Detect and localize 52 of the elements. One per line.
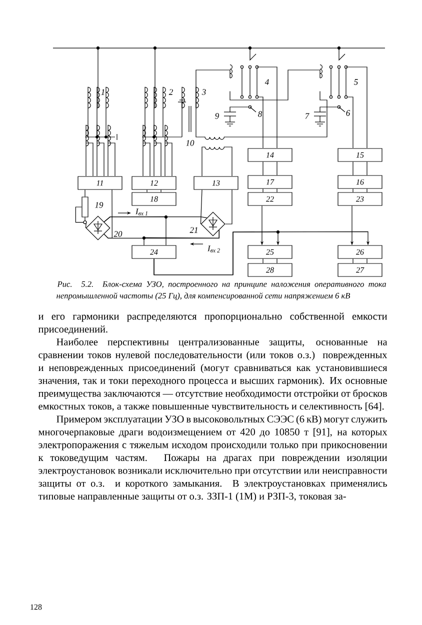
callout-number: 10 — [186, 140, 194, 146]
callout-number: 9 — [215, 113, 219, 119]
connector — [75, 206, 87, 228]
process-box: 15 — [338, 148, 382, 162]
connector — [154, 231, 370, 276]
process-box: 16 — [338, 175, 382, 189]
connector — [144, 230, 220, 246]
paragraph: Наиболее перспективны централизованные защиты, основанные на сравнении токов нулевой последовательности (или токов о.з.) поврежденных и неповрежденных присоединений (могут сравниваться как установившиеся значения, так и токи переходного процесса и высших гармоник). Их основные преимущества заключаются — отсутствие необходимости отстройки от бросков емкостных токов, а также повышенные чувствительность и селективность [64]. — [38, 338, 388, 412]
callout-number: 19 — [95, 202, 104, 208]
process-box: 23 — [338, 192, 382, 206]
rectifier-bridge — [200, 212, 226, 236]
paragraph: Примером эксплуатации УЗО в высоковольтных СЭЭС (6 кВ) могут служить многочерпаковые драги водоизмещением от 420 до 10850 т [91], на которых электропоражения с тяжелым исходом происходили только при прикосновении к токоведущим частям. Пожары на драгах при повреждении изоляции электроустановок возникали исключительно при отсутствии или неисправности защиты от о.з. и короткого замыкания. В электроустановках применялись типовые направленные защиты от о.з. ЗЗП-1 (1М) и РЗП-3, токовая за- — [38, 415, 388, 502]
callout-number: 4 — [264, 79, 269, 85]
current-label: I$_{вх 1}$ — [135, 208, 148, 216]
paragraph: и его гармоники распределяются пропорционально собственной емкости присоединений. — [38, 312, 388, 335]
callout-number: 6 — [346, 110, 350, 116]
process-box: 27 — [338, 263, 382, 277]
connector — [104, 216, 166, 246]
connector — [262, 188, 278, 192]
figure-caption: Рис. 5.2. Блок-схема УЗО, построенного на принципе наложения оперативного тока непромышленной частоты (25 Гц), для компенсированной сети напряжением 6 кВ — [56, 281, 386, 300]
connector — [200, 190, 232, 224]
connector — [352, 258, 368, 264]
process-box: 11 — [78, 176, 122, 190]
callout-number: 8 — [258, 111, 262, 117]
connector — [262, 162, 278, 176]
rectifier-bridge — [86, 216, 110, 240]
connector — [352, 162, 368, 176]
connector — [146, 190, 162, 192]
process-box: 17 — [248, 175, 292, 189]
process-box: 18 — [132, 192, 176, 206]
process-box: 24 — [132, 245, 176, 259]
process-box: 12 — [132, 176, 176, 190]
callout-number: 3 — [202, 89, 206, 95]
resistor-symbol — [82, 196, 88, 218]
process-box: 25 — [248, 245, 292, 259]
process-box: 28 — [248, 263, 292, 277]
process-box: 14 — [248, 148, 292, 162]
callout-number: 5 — [354, 79, 358, 85]
connector — [352, 188, 368, 192]
process-box: 22 — [248, 192, 292, 206]
callout-number: 7 — [305, 113, 310, 119]
connector — [262, 258, 278, 264]
callout-number: 21 — [190, 227, 198, 233]
process-box: 26 — [338, 245, 382, 259]
connector — [84, 190, 86, 198]
callout-number: 1 — [101, 89, 104, 95]
connector — [104, 190, 112, 238]
callout-number: 20 — [114, 231, 122, 237]
callout-number: 2 — [168, 89, 173, 95]
page-number: 128 — [30, 604, 42, 610]
current-label: I$_{вх 2}$ — [207, 246, 220, 252]
process-box: 13 — [194, 176, 238, 190]
